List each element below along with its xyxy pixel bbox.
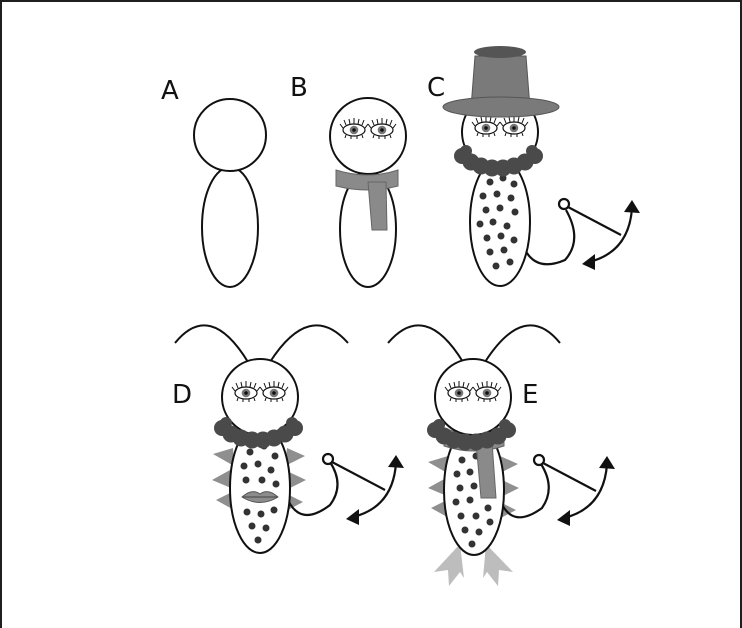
panel-b: B xyxy=(290,73,406,287)
panel-c: C xyxy=(427,46,640,286)
anchor-tail-icon xyxy=(534,455,615,526)
antenna-icon xyxy=(270,325,348,362)
antenna-icon xyxy=(388,325,463,362)
antenna-icon xyxy=(175,325,248,362)
panel-d: D xyxy=(172,325,404,553)
panel-label-a: A xyxy=(161,76,179,106)
panel-label-b: B xyxy=(290,73,308,103)
top-hat-icon xyxy=(443,46,559,117)
anchor-tail-icon xyxy=(559,199,640,270)
head-b xyxy=(330,98,406,174)
panel-e: E xyxy=(388,325,615,586)
anchor-tail-icon xyxy=(323,454,404,525)
panel-label-e: E xyxy=(522,380,538,410)
tail-d xyxy=(287,462,338,515)
panel-a: A xyxy=(161,76,266,287)
body-a xyxy=(202,167,258,287)
panel-label-c: C xyxy=(427,73,445,103)
head-a xyxy=(194,99,266,171)
panel-label-d: D xyxy=(172,380,192,410)
antenna-icon xyxy=(485,325,560,362)
